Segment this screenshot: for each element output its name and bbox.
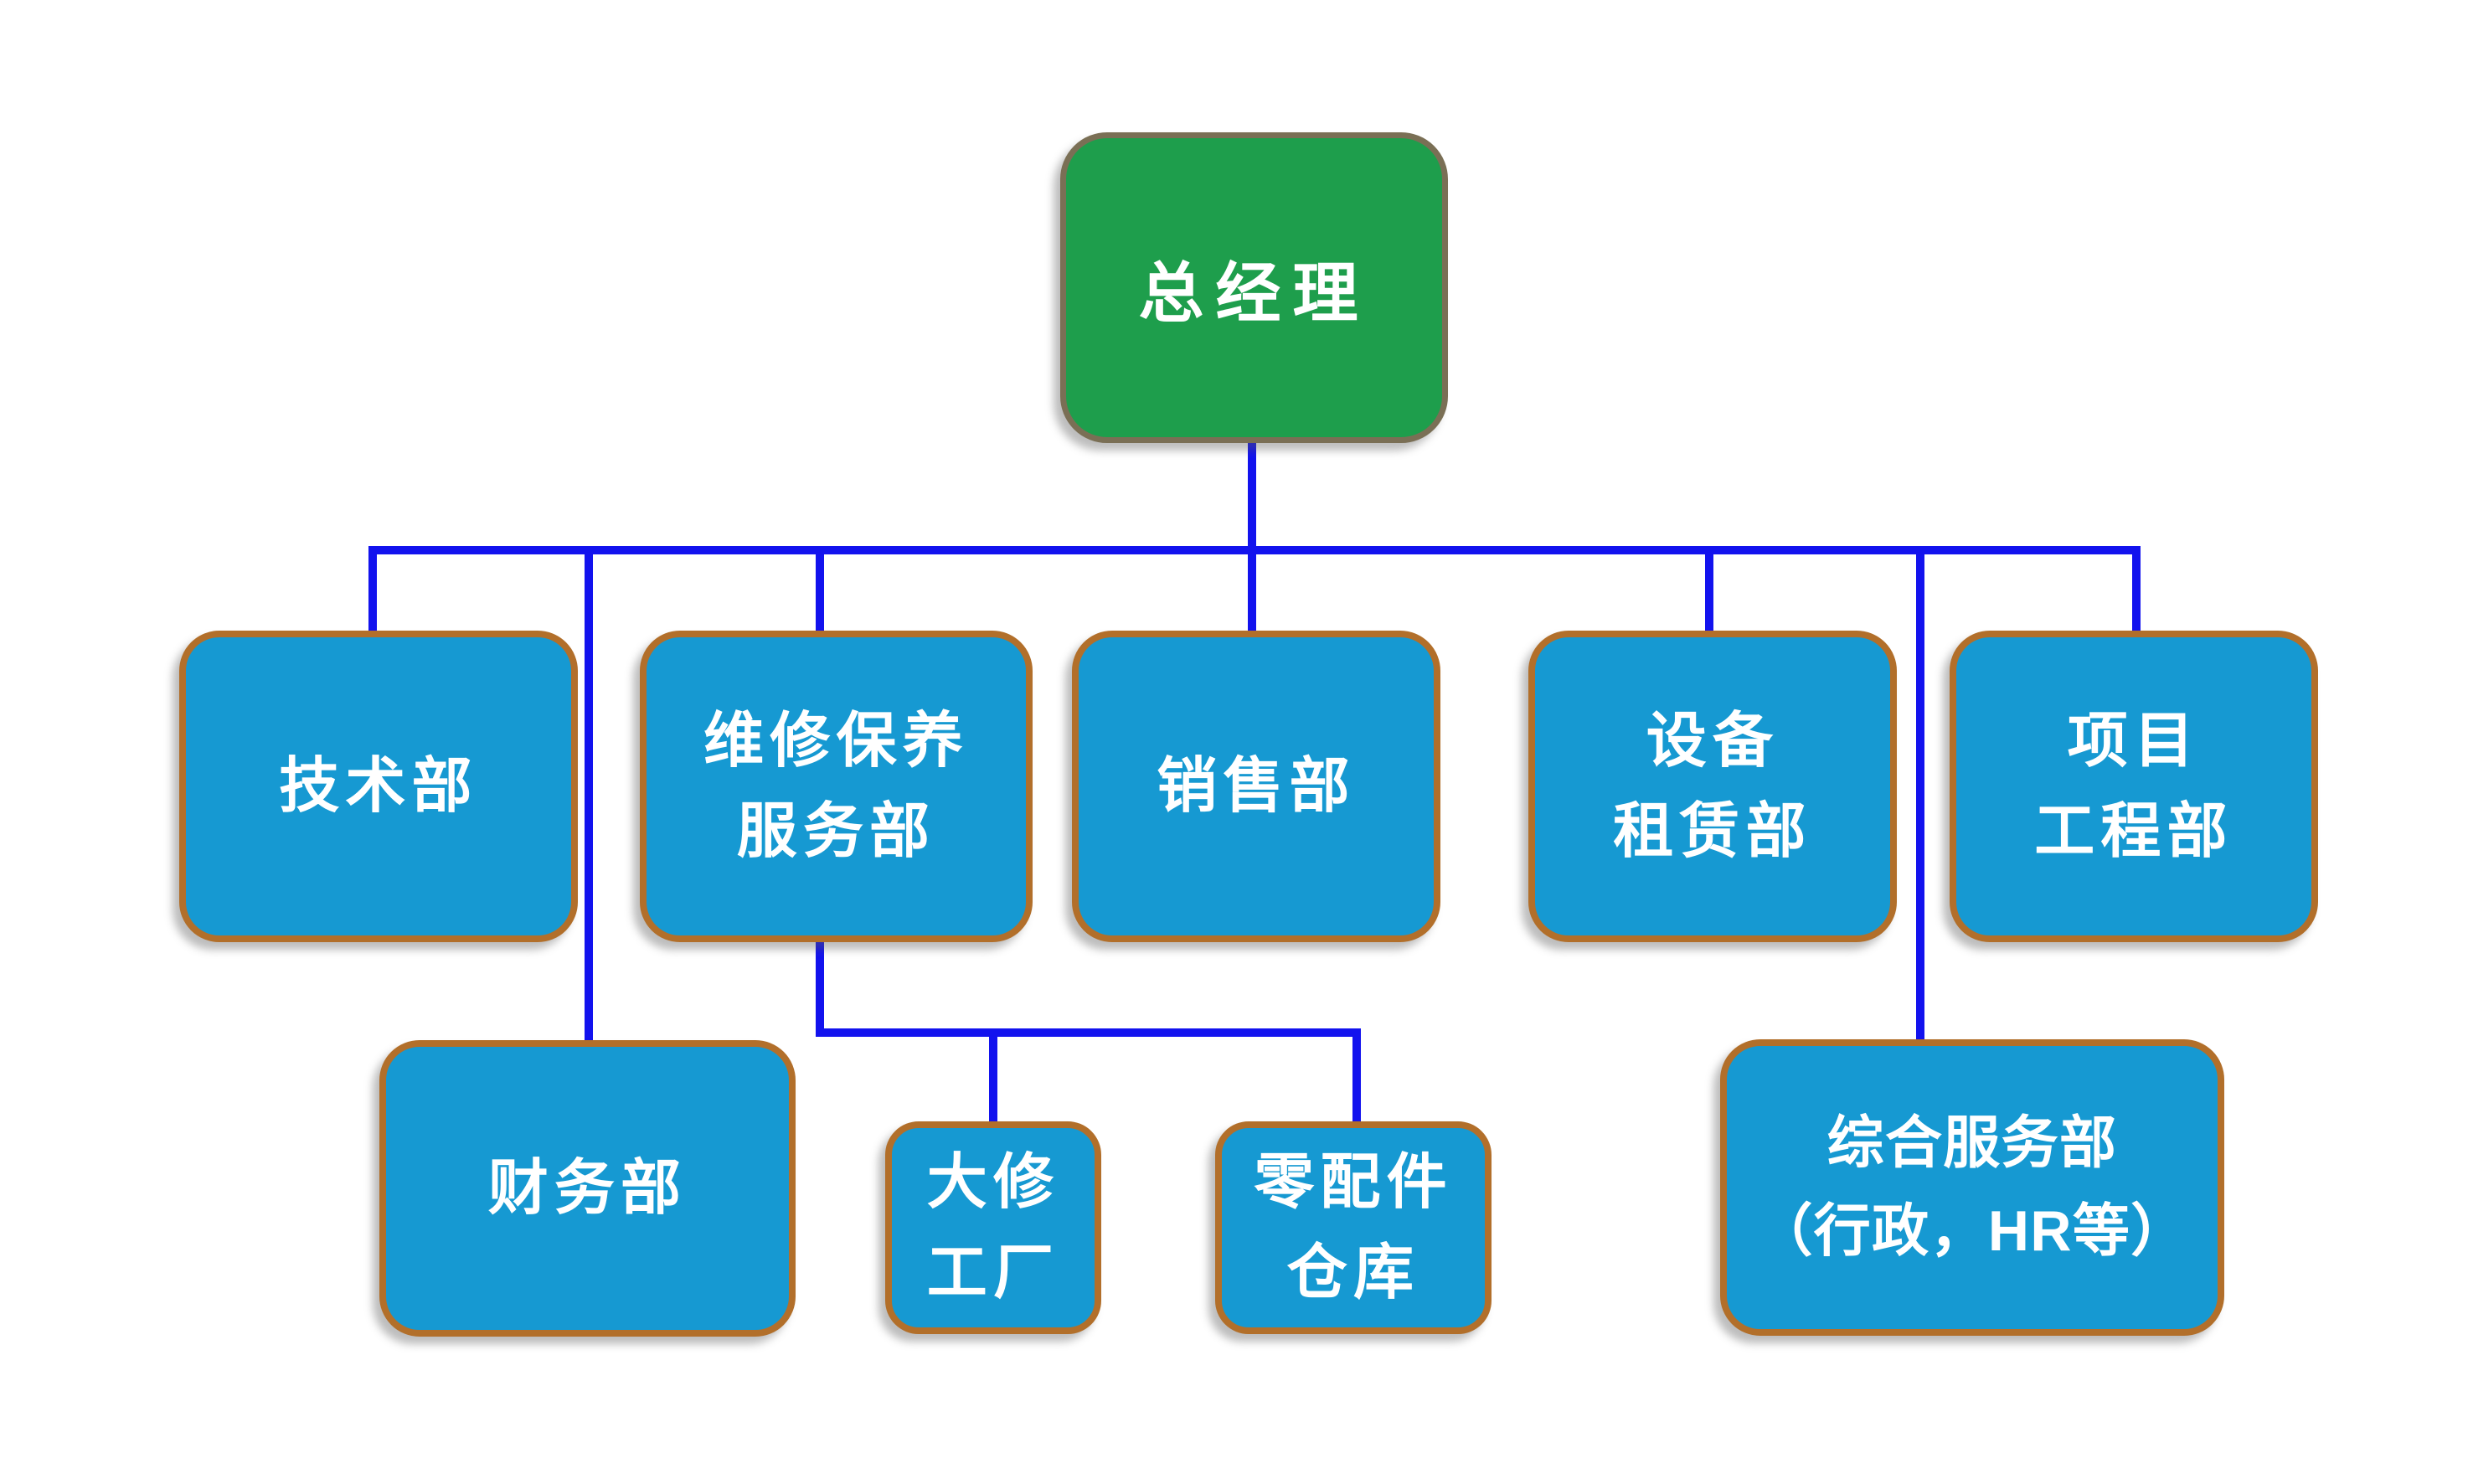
connector-bus-horizontal <box>368 546 2141 554</box>
connector-drop-maintenance <box>816 546 824 635</box>
org-node-maintenance-service-dept: 维修保养 服务部 <box>640 631 1033 942</box>
org-node-project-engineering-dept: 项目 工程部 <box>1950 631 2318 942</box>
org-node-general-manager: 总经理 <box>1060 132 1448 443</box>
connector-drop-technical <box>368 546 377 635</box>
connector-drop-overhaul-factory <box>989 1028 997 1127</box>
connector-drop-project <box>2132 546 2141 635</box>
connector-root-to-bus <box>1248 441 1256 635</box>
connector-drop-equipment-rental <box>1705 546 1713 635</box>
org-node-sales-dept: 销售部 <box>1072 631 1440 942</box>
connector-drop-finance <box>585 546 593 1044</box>
org-node-equipment-rental-dept: 设备 租赁部 <box>1528 631 1897 942</box>
org-node-overhaul-factory: 大修 工厂 <box>885 1121 1101 1334</box>
connector-sub-bus-horizontal <box>816 1028 1361 1037</box>
connector-maintenance-sub-stub <box>816 938 824 1037</box>
org-node-spare-parts-warehouse: 零配件 仓库 <box>1215 1121 1492 1334</box>
connector-drop-general-services <box>1916 546 1924 1043</box>
org-node-general-services-dept: 综合服务部 （行政，HR等） <box>1720 1039 2224 1336</box>
connector-drop-parts-warehouse <box>1352 1028 1361 1127</box>
org-node-technical-dept: 技术部 <box>179 631 578 942</box>
org-node-finance-dept: 财务部 <box>379 1040 796 1337</box>
